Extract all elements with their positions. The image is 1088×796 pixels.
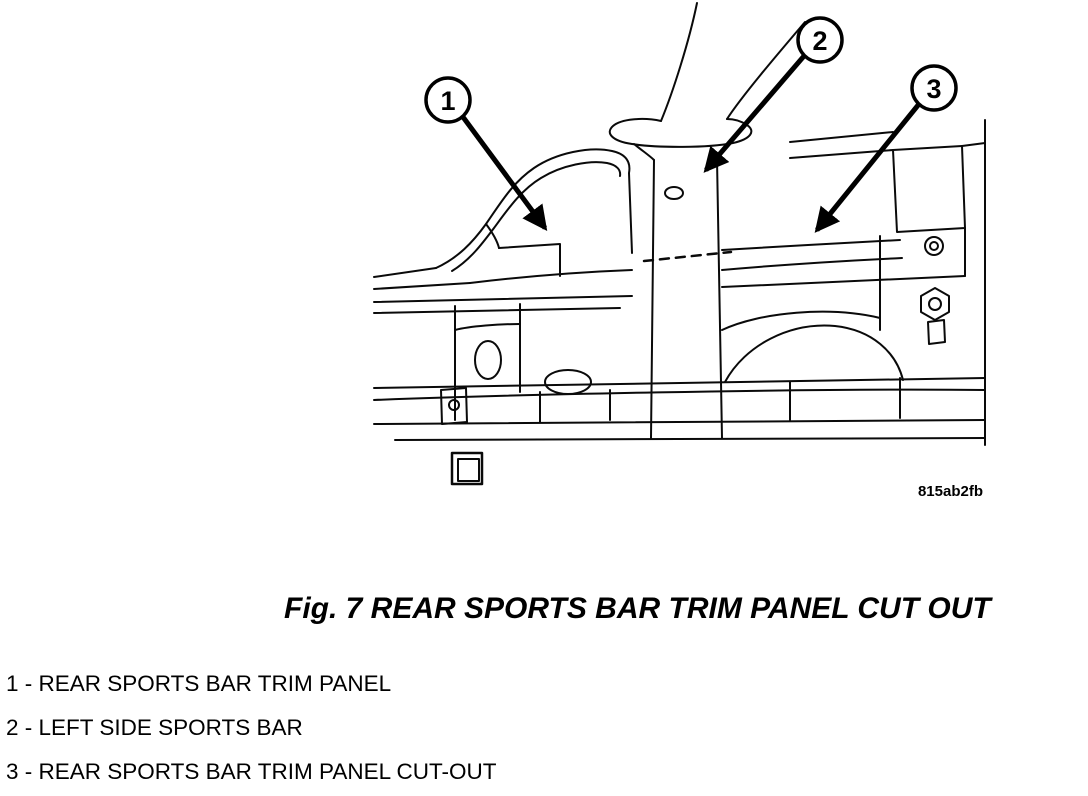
callout-2-number: 2 [812, 26, 827, 56]
callout-3-badge: 3 [910, 64, 958, 112]
figure-legend: 1 - REAR SPORTS BAR TRIM PANEL 2 - LEFT … [6, 672, 497, 796]
figure-diagram: 1 2 3 815ab2fb [373, 2, 986, 500]
callout-3-number: 3 [926, 74, 941, 104]
callout-3-arrow [814, 102, 921, 233]
cutout-dashed-line [642, 250, 733, 263]
trim-panel-art [435, 148, 633, 284]
callout-1-arrow [460, 115, 548, 232]
legend-item-2: 2 - LEFT SIDE SPORTS BAR [6, 715, 303, 740]
mid-body-band [373, 295, 633, 425]
callout-1-number: 1 [440, 86, 455, 116]
callout-arrows [460, 54, 921, 233]
vehicle-line-art [373, 2, 986, 486]
callout-1-badge: 1 [424, 76, 472, 124]
callout-badges: 1 2 3 [424, 16, 958, 124]
sports-bar-art [608, 2, 806, 439]
lower-body-lines [373, 377, 986, 441]
callout-2-badge: 2 [796, 16, 844, 64]
callout-2-arrow [703, 54, 806, 173]
right-body-structure [721, 119, 986, 446]
legend-item-3: 3 - REAR SPORTS BAR TRIM PANEL CUT-OUT [6, 759, 497, 784]
legend-item-1: 1 - REAR SPORTS BAR TRIM PANEL [6, 671, 392, 696]
figure-caption: Fig. 7 REAR SPORTS BAR TRIM PANEL CUT OU… [284, 592, 991, 625]
figure-image-code: 815ab2fb [918, 483, 983, 500]
left-body-lines [373, 267, 471, 290]
square-fastener [450, 451, 484, 486]
